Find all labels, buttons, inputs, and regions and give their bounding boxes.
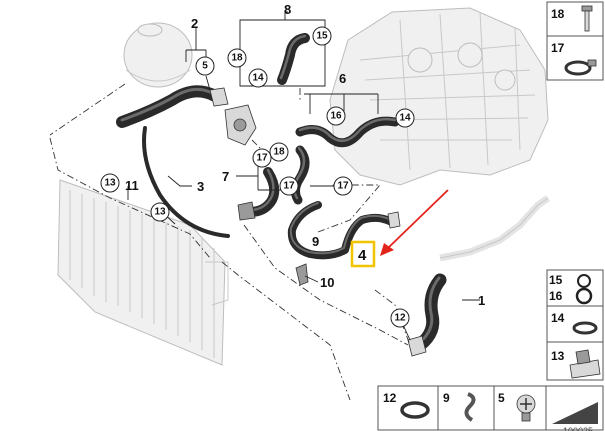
- callout-1: 1: [478, 293, 485, 308]
- legend-right: 18 17 15 16 14 13: [546, 1, 604, 381]
- guide-lines: [49, 83, 411, 401]
- callout-8: 8: [284, 2, 291, 17]
- callout-17a: 17: [252, 148, 272, 168]
- svg-text:13: 13: [551, 349, 565, 363]
- callout-3: 3: [197, 179, 204, 194]
- callout-6: 6: [339, 71, 346, 86]
- bracket-10: [295, 263, 309, 286]
- hose-6: [290, 116, 400, 205]
- svg-text:12: 12: [394, 313, 406, 324]
- callout-4: 4: [358, 247, 367, 264]
- hose-1: [407, 273, 447, 357]
- callout-5: 5: [195, 56, 215, 76]
- legend-bottom: 12 9 5: [377, 385, 604, 431]
- callout-17c: 17: [333, 176, 353, 196]
- engine-block: [329, 7, 549, 186]
- hose-7: [237, 167, 280, 221]
- hose-2: [116, 85, 229, 128]
- callout-7: 7: [222, 169, 229, 184]
- hose-clamp-icon: [564, 59, 597, 76]
- pointer-arrow: [380, 189, 449, 256]
- drain-plug-icon: [516, 394, 536, 422]
- callout-9: 9: [312, 234, 319, 249]
- svg-text:14: 14: [252, 73, 264, 84]
- radiator: [57, 179, 229, 366]
- clip-icon: [569, 349, 601, 379]
- hose-9: [287, 201, 401, 260]
- svg-text:18: 18: [273, 147, 285, 158]
- callout-18a: 18: [227, 48, 247, 68]
- expansion-tank: [123, 22, 193, 88]
- svg-text:15: 15: [549, 273, 563, 287]
- thermostat-housing: [224, 104, 257, 146]
- callout-4-highlight: 4: [350, 240, 376, 268]
- callout-13b: 13: [150, 202, 170, 222]
- svg-text:5: 5: [498, 391, 505, 405]
- callout-13a: 13: [100, 173, 120, 193]
- spring-clip-icon: [464, 392, 476, 422]
- ghost-pipe-right: [439, 195, 551, 262]
- svg-text:17: 17: [256, 153, 268, 164]
- spring-clamp-icon: [572, 321, 598, 335]
- bolt-icon: [581, 5, 593, 32]
- svg-text:17: 17: [337, 181, 349, 192]
- callout-12: 12: [390, 308, 410, 328]
- callout-16: 16: [326, 106, 346, 126]
- callout-2: 2: [191, 16, 198, 31]
- callout-18b: 18: [269, 142, 289, 162]
- callout-10: 10: [320, 275, 334, 290]
- svg-text:16: 16: [549, 289, 563, 303]
- svg-text:18: 18: [231, 53, 243, 64]
- diagram-code: 100025: [563, 426, 593, 431]
- callout-17b: 17: [279, 176, 299, 196]
- callout-labels: 2 8 6 7 3 11 9 10 1: [125, 2, 485, 308]
- svg-text:17: 17: [283, 181, 295, 192]
- svg-text:17: 17: [551, 41, 565, 55]
- legend-cell-15-16: [546, 269, 604, 307]
- callout-14b: 14: [395, 108, 415, 128]
- legend-cell-18: [546, 1, 604, 37]
- svg-text:18: 18: [551, 7, 565, 21]
- svg-text:15: 15: [316, 31, 328, 42]
- svg-text:9: 9: [443, 391, 450, 405]
- circled-callouts: 5 15 18 14 16 14 17 18 17 17 13 13 12: [100, 26, 415, 328]
- wedge-gasket-icon: [552, 401, 598, 424]
- svg-text:13: 13: [154, 207, 166, 218]
- callout-11: 11: [125, 178, 139, 193]
- svg-text:12: 12: [383, 391, 397, 405]
- callout-14a: 14: [248, 68, 268, 88]
- hose-8: [277, 33, 310, 85]
- svg-text:16: 16: [330, 111, 342, 122]
- o-ring-icon: [575, 274, 593, 305]
- svg-text:14: 14: [399, 113, 411, 124]
- clamp-icon: [400, 401, 430, 419]
- callout-15: 15: [312, 26, 332, 46]
- svg-text:14: 14: [551, 311, 565, 325]
- svg-text:13: 13: [104, 178, 116, 189]
- svg-text:5: 5: [202, 61, 208, 72]
